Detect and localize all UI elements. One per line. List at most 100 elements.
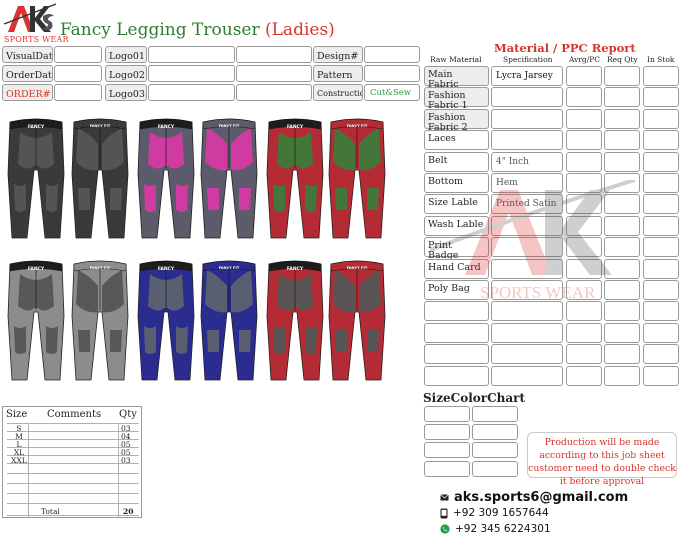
logo02-field[interactable] bbox=[148, 65, 235, 82]
in-stock-cell[interactable] bbox=[643, 130, 679, 150]
material-row-label bbox=[424, 366, 489, 386]
in-stock-cell[interactable] bbox=[643, 280, 679, 300]
logo02-field-2[interactable] bbox=[236, 65, 312, 82]
material-row-specification[interactable]: Printed Satin bbox=[491, 194, 563, 214]
size-color-cell[interactable] bbox=[472, 406, 518, 422]
req-qty-cell[interactable] bbox=[604, 344, 640, 364]
material-row-specification[interactable] bbox=[491, 216, 563, 236]
qty-cell[interactable]: 04 bbox=[121, 432, 131, 441]
material-row-label: Size Lable bbox=[424, 194, 489, 214]
size-color-cell[interactable] bbox=[472, 461, 518, 477]
material-row-specification[interactable] bbox=[491, 280, 563, 300]
design-number-field[interactable] bbox=[364, 46, 420, 63]
material-row-specification[interactable] bbox=[491, 259, 563, 279]
req-qty-cell[interactable] bbox=[604, 130, 640, 150]
legging-print-text: FANCY bbox=[158, 124, 175, 130]
req-qty-cell[interactable] bbox=[604, 237, 640, 257]
material-row-specification[interactable]: 4" Inch bbox=[491, 152, 563, 172]
material-row-specification[interactable] bbox=[491, 366, 563, 386]
size-color-cell[interactable] bbox=[424, 424, 470, 440]
material-row-specification[interactable] bbox=[491, 323, 563, 343]
material-report-title: Material / PPC Report bbox=[494, 41, 636, 55]
avrg-cell[interactable] bbox=[566, 280, 602, 300]
material-row-specification[interactable] bbox=[491, 87, 563, 107]
req-qty-cell[interactable] bbox=[604, 280, 640, 300]
logo03-field[interactable] bbox=[148, 84, 235, 101]
material-row-specification[interactable] bbox=[491, 109, 563, 129]
req-qty-cell[interactable] bbox=[604, 194, 640, 214]
logo01-field[interactable] bbox=[148, 46, 235, 63]
visual-date-field[interactable] bbox=[54, 46, 102, 63]
order-date-field[interactable] bbox=[54, 65, 102, 82]
avrg-cell[interactable] bbox=[566, 344, 602, 364]
req-qty-cell[interactable] bbox=[604, 87, 640, 107]
order-number-field[interactable] bbox=[54, 84, 102, 101]
req-qty-cell[interactable] bbox=[604, 152, 640, 172]
whatsapp-text[interactable]: +92 345 6224301 bbox=[455, 523, 551, 535]
email-text[interactable]: aks.sports6@gmail.com bbox=[454, 490, 629, 505]
size-color-cell[interactable] bbox=[472, 442, 518, 458]
avrg-cell[interactable] bbox=[566, 130, 602, 150]
phone-text[interactable]: +92 309 1657644 bbox=[453, 507, 549, 519]
qty-cell[interactable]: 05 bbox=[121, 440, 131, 449]
req-qty-cell[interactable] bbox=[604, 366, 640, 386]
legging-front-view: FANCY bbox=[7, 118, 65, 239]
req-qty-cell[interactable] bbox=[604, 323, 640, 343]
material-row-specification[interactable]: Hem bbox=[491, 173, 563, 193]
material-row-specification[interactable] bbox=[491, 237, 563, 257]
in-stock-cell[interactable] bbox=[643, 301, 679, 321]
aks-logo-icon bbox=[3, 3, 57, 32]
avrg-cell[interactable] bbox=[566, 366, 602, 386]
req-qty-cell[interactable] bbox=[604, 259, 640, 279]
in-stock-cell[interactable] bbox=[643, 109, 679, 129]
size-color-cell[interactable] bbox=[424, 406, 470, 422]
req-qty-cell[interactable] bbox=[604, 216, 640, 236]
in-stock-cell[interactable] bbox=[643, 216, 679, 236]
size-color-cell[interactable] bbox=[472, 424, 518, 440]
avrg-cell[interactable] bbox=[566, 259, 602, 279]
in-stock-cell[interactable] bbox=[643, 323, 679, 343]
material-row-label: Bottom bbox=[424, 173, 489, 193]
in-stock-cell[interactable] bbox=[643, 344, 679, 364]
avrg-cell[interactable] bbox=[566, 152, 602, 172]
avrg-cell[interactable] bbox=[566, 66, 602, 86]
req-qty-cell[interactable] bbox=[604, 66, 640, 86]
in-stock-cell[interactable] bbox=[643, 66, 679, 86]
in-stock-cell[interactable] bbox=[643, 194, 679, 214]
construction-field[interactable]: Cut&Sew bbox=[364, 84, 420, 101]
qty-cell[interactable]: 03 bbox=[121, 424, 131, 433]
material-row-specification[interactable] bbox=[491, 344, 563, 364]
whatsapp-icon bbox=[440, 524, 450, 534]
material-row-specification[interactable]: Lycra Jarsey bbox=[491, 66, 563, 86]
in-stock-cell[interactable] bbox=[643, 237, 679, 257]
in-stock-cell[interactable] bbox=[643, 173, 679, 193]
material-row-specification[interactable] bbox=[491, 301, 563, 321]
avrg-cell[interactable] bbox=[566, 301, 602, 321]
phone-contact: +92 309 1657644 bbox=[440, 507, 549, 519]
qty-cell[interactable]: 03 bbox=[121, 456, 131, 465]
req-qty-cell[interactable] bbox=[604, 301, 640, 321]
req-qty-cell[interactable] bbox=[604, 173, 640, 193]
qty-cell[interactable]: 05 bbox=[121, 448, 131, 457]
avrg-cell[interactable] bbox=[566, 109, 602, 129]
avrg-cell[interactable] bbox=[566, 323, 602, 343]
avrg-cell[interactable] bbox=[566, 216, 602, 236]
title-main: Fancy Legging Trouser bbox=[60, 20, 260, 40]
in-stock-cell[interactable] bbox=[643, 366, 679, 386]
avrg-cell[interactable] bbox=[566, 237, 602, 257]
logo03-field-2[interactable] bbox=[236, 84, 312, 101]
avrg-cell[interactable] bbox=[566, 173, 602, 193]
in-stock-cell[interactable] bbox=[643, 259, 679, 279]
qty-header: Qty bbox=[119, 409, 137, 420]
size-color-cell[interactable] bbox=[424, 461, 470, 477]
material-row-specification[interactable] bbox=[491, 130, 563, 150]
req-qty-cell[interactable] bbox=[604, 109, 640, 129]
in-stock-cell[interactable] bbox=[643, 152, 679, 172]
logo01-field-2[interactable] bbox=[236, 46, 312, 63]
avrg-cell[interactable] bbox=[566, 194, 602, 214]
in-stock-cell[interactable] bbox=[643, 87, 679, 107]
size-color-cell[interactable] bbox=[424, 442, 470, 458]
avrg-cell[interactable] bbox=[566, 87, 602, 107]
pattern-field[interactable] bbox=[364, 65, 420, 82]
size-cell: XXL bbox=[11, 456, 27, 465]
